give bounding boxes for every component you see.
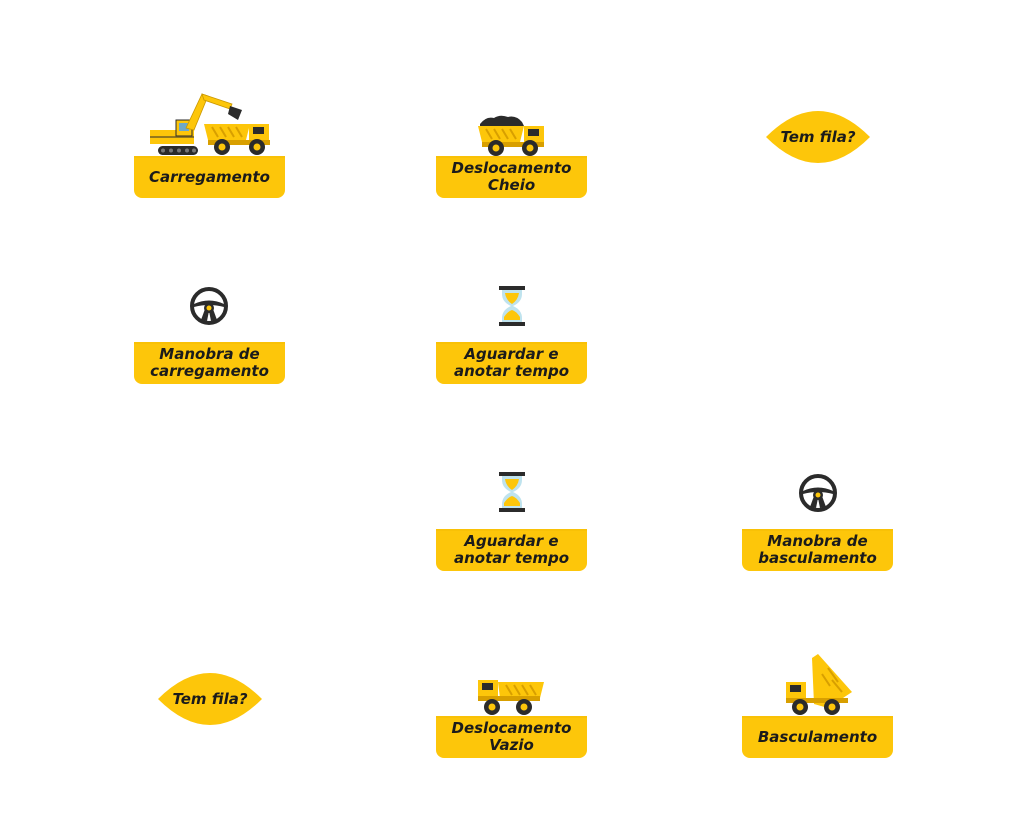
hourglass-icon	[499, 472, 525, 512]
deslocamento-cheio-node: Deslocamento Cheio	[436, 156, 587, 198]
manobra-carregamento-text: Manobra de carregamento	[150, 346, 269, 380]
manobra-carregamento-node: Manobra de carregamento	[134, 342, 285, 384]
tipping-dump-truck-icon	[786, 654, 852, 715]
tem-fila-decision-2: Tem fila?	[156, 672, 264, 726]
manobra-basculamento-line1: Manobra de	[767, 532, 868, 550]
aguardar-line1-2: Aguardar e	[464, 532, 559, 550]
carregamento-node: Carregamento	[134, 156, 285, 198]
deslocamento-cheio-text: Deslocamento Cheio	[452, 160, 572, 194]
manobra-carregamento-line2: carregamento	[150, 362, 269, 380]
basculamento-node: Basculamento	[742, 716, 893, 758]
deslocamento-cheio-line2: Cheio	[487, 176, 536, 194]
manobra-basculamento-line2: basculamento	[758, 549, 877, 567]
aguardar-text-2: Aguardar e anotar tempo	[454, 533, 569, 567]
aguardar-node-1: Aguardar e anotar tempo	[436, 342, 587, 384]
steering-wheel-icon	[190, 287, 228, 325]
steering-wheel-icon	[799, 474, 837, 512]
tem-fila-decision-1: Tem fila?	[764, 110, 872, 164]
aguardar-line1-1: Aguardar e	[464, 345, 559, 363]
manobra-basculamento-text: Manobra de basculamento	[758, 533, 877, 567]
deslocamento-cheio-line1: Deslocamento	[451, 159, 572, 177]
deslocamento-vazio-node: Deslocamento Vazio	[436, 716, 587, 758]
tem-fila-label-1: Tem fila?	[780, 127, 856, 146]
deslocamento-vazio-line2: Vazio	[489, 736, 534, 754]
aguardar-text-1: Aguardar e anotar tempo	[454, 346, 569, 380]
manobra-carregamento-line1: Manobra de	[159, 345, 260, 363]
loaded-dump-truck-icon	[478, 115, 544, 156]
deslocamento-vazio-text: Deslocamento Vazio	[452, 720, 572, 754]
empty-dump-truck-icon	[478, 680, 544, 715]
aguardar-line2-1: anotar tempo	[453, 362, 570, 380]
tem-fila-label-2: Tem fila?	[172, 689, 248, 708]
excavator-loading-truck-icon	[150, 93, 270, 155]
aguardar-node-2: Aguardar e anotar tempo	[436, 529, 587, 571]
basculamento-label: Basculamento	[757, 727, 878, 746]
deslocamento-vazio-line1: Deslocamento	[451, 719, 572, 737]
manobra-basculamento-node: Manobra de basculamento	[742, 529, 893, 571]
hourglass-icon	[499, 286, 525, 326]
carregamento-label: Carregamento	[149, 167, 270, 186]
aguardar-line2-2: anotar tempo	[453, 549, 570, 567]
